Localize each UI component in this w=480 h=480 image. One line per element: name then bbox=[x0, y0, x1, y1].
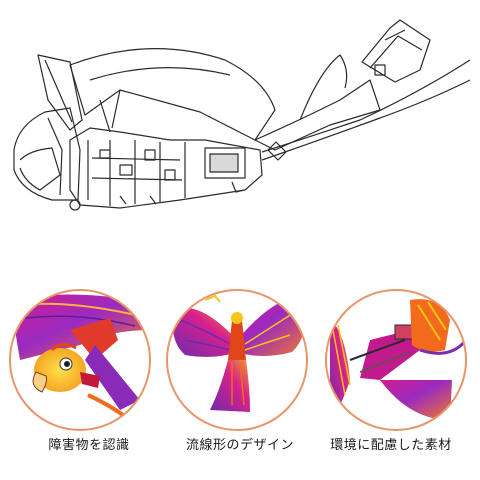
feature-ring-1 bbox=[9, 289, 151, 431]
feature-caption-obstacle: 障害物を認識 bbox=[48, 438, 130, 453]
feature-caption-streamline: 流線形のデザイン bbox=[185, 438, 294, 453]
feature-ring-3 bbox=[325, 289, 467, 431]
feature-image-material bbox=[326, 290, 466, 430]
feature-image-obstacle bbox=[10, 290, 150, 430]
bird-blueprint-drawing bbox=[13, 19, 471, 211]
feature-caption-material: 環境に配慮した素材 bbox=[330, 438, 452, 453]
feature-ring-2 bbox=[166, 289, 308, 431]
